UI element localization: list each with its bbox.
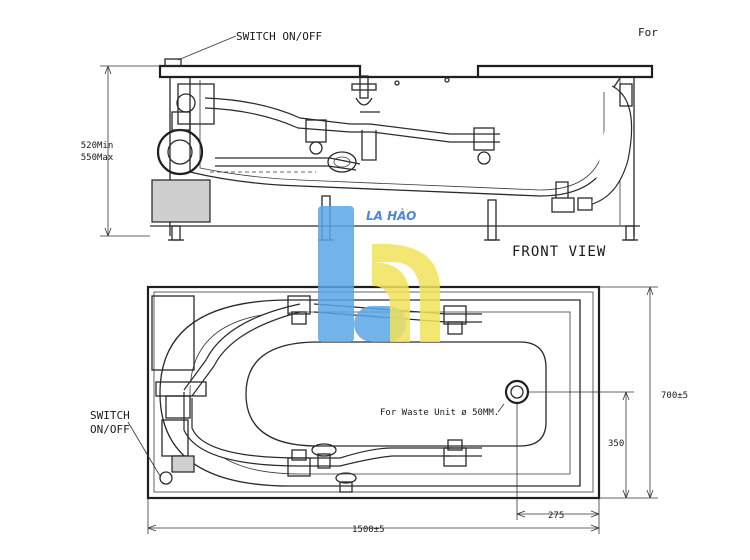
plan-view: For Waste Unit ø 50MM. SWITCH ON/OFF 700…	[90, 285, 688, 535]
tub-basin-profile	[189, 77, 621, 197]
blower-unit	[151, 179, 211, 223]
faucet-plan	[311, 443, 357, 493]
switch-knob-front	[164, 58, 182, 67]
dim-waste-offset-label: 275	[548, 511, 564, 521]
plan-dimensions: 700±5 350 275 1500±5	[147, 286, 688, 535]
front-view-title: FRONT VIEW	[512, 244, 606, 260]
front-view: SWITCH ON/OFF For 520Min 550Max FRONT VI…	[81, 26, 659, 260]
jet-fittings-front	[305, 111, 495, 173]
drain-front	[551, 181, 593, 213]
jet-fittings-plan	[287, 295, 467, 477]
switch-label-plan-line1: SWITCH	[90, 409, 130, 422]
height-dimension: 520Min 550Max	[81, 65, 160, 237]
pump-plan	[155, 381, 207, 485]
tub-rim	[158, 64, 654, 79]
inner-basin-plan	[245, 341, 547, 447]
dim-width-label: 700±5	[661, 391, 688, 401]
control-box-plan	[151, 295, 195, 371]
height-min-label: 520Min	[81, 141, 114, 151]
pump-housing	[177, 83, 215, 125]
switch-button-plan	[159, 471, 173, 485]
switch-label-front: SWITCH ON/OFF	[236, 30, 322, 43]
waste-unit-note: For Waste Unit ø 50MM.	[380, 408, 499, 418]
watermark-text: LA HÀO	[366, 208, 416, 223]
switch-leader-plan	[127, 421, 161, 477]
switch-leader-front	[177, 35, 237, 61]
switch-label-plan-line2: ON/OFF	[90, 423, 130, 436]
pump-motor	[156, 128, 204, 176]
watermark-logo: LA HÀO	[318, 206, 440, 342]
waste-outlet-plan: For Waste Unit ø 50MM.	[380, 379, 530, 418]
faucet	[351, 75, 450, 106]
height-max-label: 550Max	[81, 153, 114, 163]
plan-pipework	[183, 303, 482, 467]
dim-length-label: 1500±5	[352, 525, 385, 535]
tub-outline-plan	[146, 285, 601, 500]
front-pipework	[204, 97, 500, 171]
dim-waste-height-label: 350	[608, 439, 624, 449]
top-right-note: For	[638, 26, 658, 39]
